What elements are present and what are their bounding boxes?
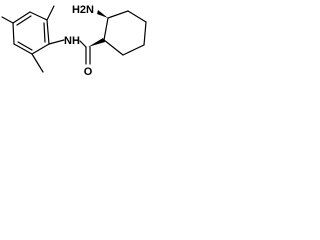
ring-bond	[143, 21, 147, 46]
ring-bond	[12, 11, 31, 24]
ring-bond	[29, 11, 48, 21]
amine-label: H2N	[72, 4, 94, 16]
n-carbonyl-bond	[79, 40, 87, 48]
ring-bond	[127, 10, 147, 23]
methyl-bond-left	[1, 16, 14, 24]
ring-bond	[13, 43, 33, 55]
ring-bond	[12, 22, 15, 45]
wedge-bond-carbonyl	[88, 38, 105, 47]
cyclohexane-ring	[103, 10, 147, 56]
ring-bond	[46, 19, 50, 45]
aromatic-double-bond	[43, 22, 46, 43]
methyl-bond-bottom	[31, 53, 44, 73]
methyl-bond-top	[46, 5, 55, 21]
ring-bond	[103, 17, 109, 41]
ring-bond	[103, 39, 124, 56]
ring-bond	[31, 43, 50, 55]
aromatic-double-bond	[17, 41, 33, 51]
aryl-n-bond	[48, 39, 65, 45]
mesityl-ring	[12, 11, 50, 55]
chemical-structure-diagram: H2N NH O	[1, 4, 147, 78]
wedge-bond-amine	[97, 10, 108, 18]
carbonyl-oxygen-label: O	[84, 66, 93, 78]
ring-bond	[122, 44, 145, 56]
ring-bond	[107, 10, 129, 19]
aromatic-double-bond	[16, 15, 32, 26]
amide-nh-label: NH	[64, 35, 80, 47]
